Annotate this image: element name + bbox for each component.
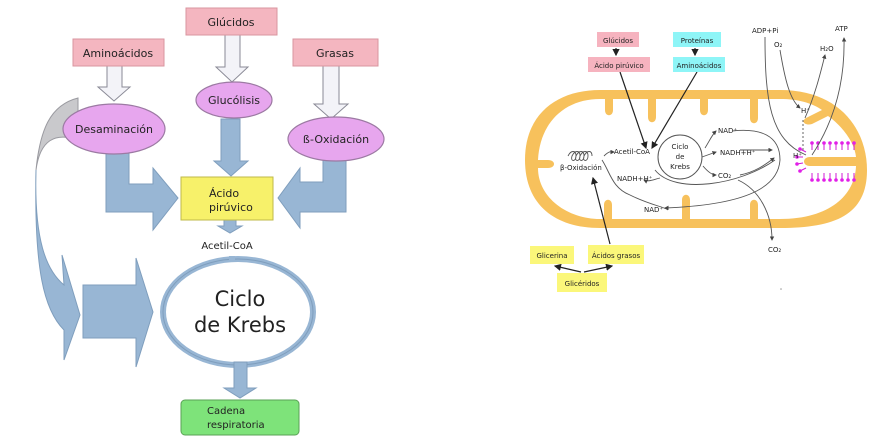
label-glucidos-r: Glúcidos [603, 37, 633, 45]
atp-synthase-head [810, 141, 814, 145]
left-metabolism-diagram: Aminoácidos Glúcidos Grasas Desaminación… [35, 7, 385, 436]
blue-arrow-desaminacion [105, 151, 179, 232]
label-krebs-r: Krebs [670, 163, 690, 171]
atp-synthase-head [846, 141, 850, 145]
label-proteinas: Proteínas [681, 37, 714, 45]
blue-arrow-glucolisis [212, 118, 250, 177]
atp-synthase-head [798, 169, 802, 173]
atp-synthase-head [795, 162, 799, 166]
label-beta-oxidacion-r: β-Oxidación [560, 164, 602, 172]
box-aminoacidos-r [673, 57, 725, 72]
arrow-piruvico-acetil [619, 71, 648, 150]
blue-arrow-to-cadena [222, 361, 258, 399]
label-de-krebs: de Krebs [194, 313, 286, 337]
box-glucidos [185, 7, 278, 36]
label-o2: O₂ [774, 41, 783, 49]
ellipse-desaminacion [62, 103, 166, 155]
blue-arrow-to-krebs [82, 257, 154, 368]
label-respiratoria: respiratoria [207, 420, 265, 431]
label-h-plus-crista: H⁺ [793, 152, 802, 160]
atp-synthase-head [852, 141, 856, 145]
dot [780, 288, 782, 290]
blue-arrow-acetil [216, 219, 244, 234]
atp-synthase-head [840, 178, 844, 182]
atp-synthase-head [852, 178, 856, 182]
blue-curved-arrow [35, 169, 81, 361]
label-glicerina: Glicerina [536, 252, 567, 260]
atp-synthase-head [810, 178, 814, 182]
atp-synthase-head [822, 141, 826, 145]
label-gliceridos: Glicéridos [565, 280, 600, 288]
box-aminoacidos [72, 38, 165, 67]
box-glucidos-r [597, 32, 639, 47]
box-acido-piruvico [180, 176, 274, 221]
label-co2-out: CO₂ [768, 246, 781, 254]
label-glucolisis: Glucólisis [208, 94, 260, 107]
box-cadena-respiratoria [180, 399, 300, 436]
atp-synthase-head [798, 147, 802, 151]
label-nadh-left: NADH+H⁺ [617, 175, 653, 183]
label-acetil-coa-r: Acetil-CoA [614, 148, 650, 156]
krebs-cycle-ring [160, 256, 316, 368]
label-de-r: de [676, 153, 685, 161]
atp-synthase-head [822, 178, 826, 182]
blue-arrow-beta-oxidacion [277, 157, 347, 230]
ellipse-glucolisis [195, 81, 273, 119]
label-ciclo-r: Ciclo [672, 143, 689, 151]
label-acido-piruvico-r: Ácido pirúvico [594, 61, 643, 70]
label-ciclo: Ciclo [215, 287, 266, 311]
ellipse-beta-oxidacion [287, 116, 385, 162]
atp-synthase-head [816, 178, 820, 182]
label-beta-oxidacion: ß-Oxidación [303, 133, 369, 146]
label-acido: Ácido [209, 187, 239, 200]
atp-synthase-head [828, 178, 832, 182]
label-glucidos: Glúcidos [207, 16, 254, 29]
arrow-aminoacidos-acetil [651, 71, 698, 150]
box-grasas [292, 38, 379, 67]
arrow-acidos-grasos-beta [591, 176, 611, 245]
label-aminoacidos-r: Aminoácidos [677, 62, 722, 70]
label-nad-right: NAD⁺ [718, 127, 737, 135]
label-cadena: Cadena [207, 406, 245, 417]
label-nadh-right: NADH+H⁺ [720, 149, 756, 157]
box-glicerina [530, 246, 574, 264]
label-h2o: H₂O [820, 45, 834, 53]
label-acetil-coa: Acetil-CoA [201, 241, 253, 252]
label-aminoacidos: Aminoácidos [83, 47, 154, 60]
atp-synthase-head [834, 141, 838, 145]
right-mitochondrion-diagram: Ciclo de Krebs β-Oxidación Acetil-CoA NA… [525, 25, 867, 292]
white-arrow-grasas [312, 65, 350, 120]
label-acidos-grasos: Ácidos grasos [592, 251, 641, 260]
beta-oxidation-spiral [567, 151, 593, 161]
atp-synthase-head [795, 155, 799, 159]
box-acidos-grasos [588, 245, 644, 264]
box-acido-piruvico-r [588, 57, 650, 72]
label-h-plus-upper: H⁺ [801, 107, 810, 115]
atp-synthase-particles [795, 141, 856, 182]
label-piruvico: pirúvico [209, 201, 253, 214]
atp-synthase-head [846, 178, 850, 182]
line-adp [764, 36, 807, 156]
white-arrow-glucidos [214, 34, 250, 83]
label-atp: ATP [835, 25, 848, 33]
label-nad-bottom: NAD⁺ [644, 206, 663, 214]
box-gliceridos [557, 273, 607, 292]
label-adp-pi: ADP+Pi [752, 27, 778, 35]
flow-line [601, 159, 669, 211]
label-grasas: Grasas [316, 47, 354, 60]
atp-synthase-head [828, 141, 832, 145]
atp-synthase-head [840, 141, 844, 145]
box-proteinas [673, 32, 721, 47]
label-desaminacion: Desaminación [75, 123, 153, 136]
white-arrow-aminoacidos [96, 65, 132, 102]
label-co2-inside: CO₂ [718, 172, 731, 180]
atp-synthase-head [834, 178, 838, 182]
